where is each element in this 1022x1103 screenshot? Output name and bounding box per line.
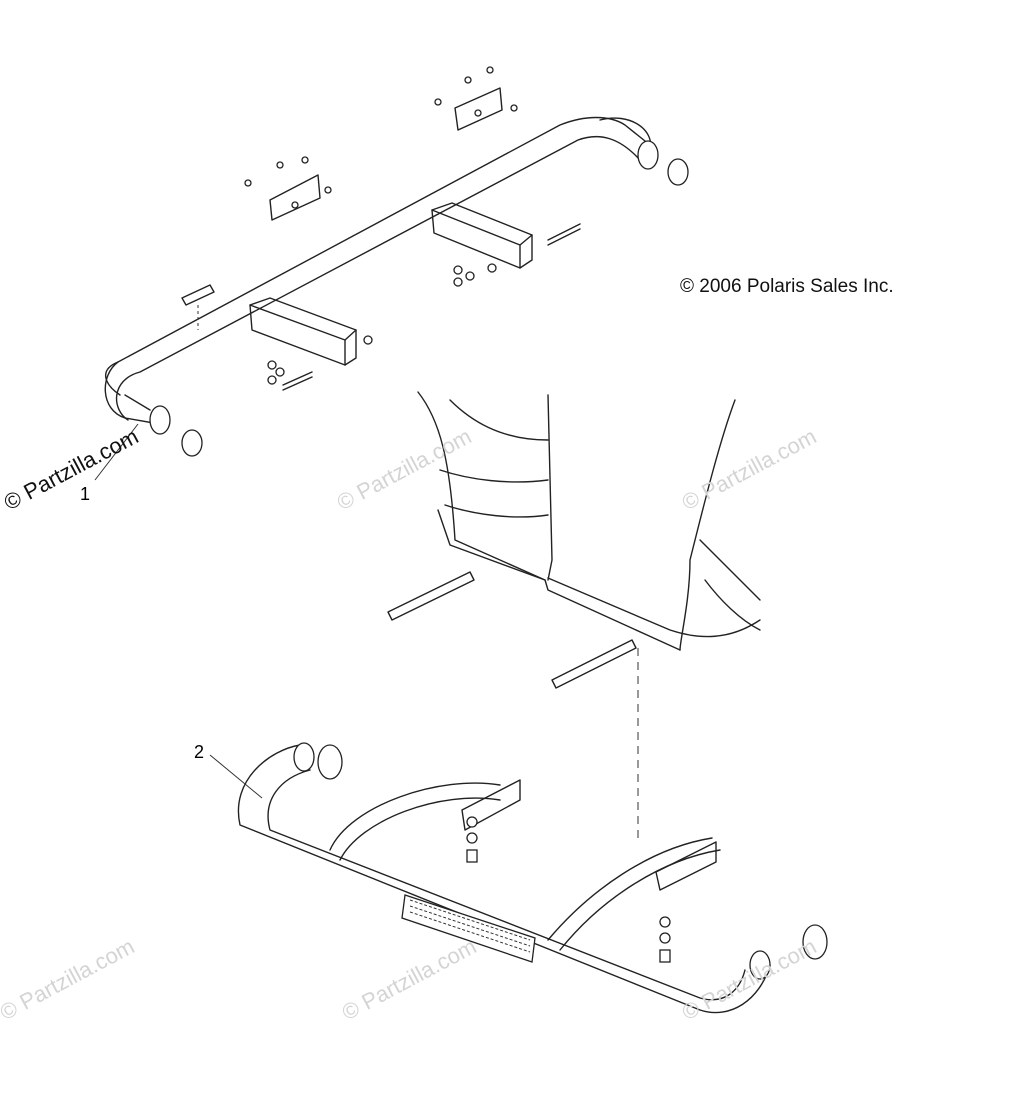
callout-1: 1 [80,484,91,504]
callout-2: 2 [194,742,205,762]
front-bumper-assembly [209,742,828,1014]
seat-body-section [387,391,761,840]
copyright-notice: © 2006 Polaris Sales Inc. [680,276,894,297]
rear-bumper-assembly [94,66,689,481]
